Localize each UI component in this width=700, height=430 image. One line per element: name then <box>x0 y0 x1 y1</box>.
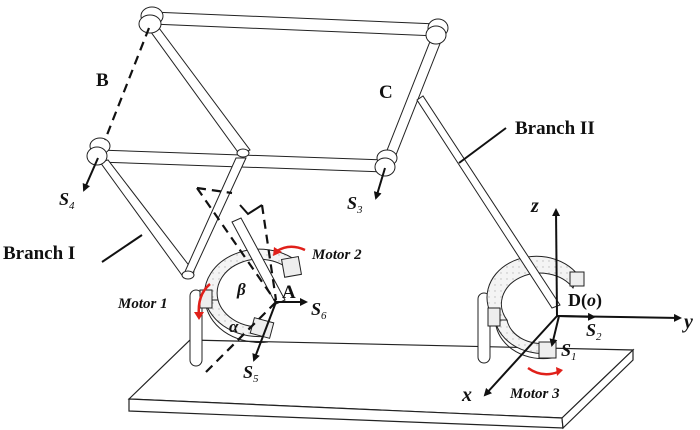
screw-s5-arrow <box>252 301 277 362</box>
label-branch-1: Branch I <box>3 243 75 264</box>
screw-index: 5 <box>253 373 259 385</box>
label-branch-2: Branch II <box>515 118 595 139</box>
screw-s1-arrow <box>549 315 560 347</box>
label-motor-3: Motor 3 <box>509 386 560 402</box>
label-angle-alpha: α <box>229 317 239 336</box>
joint-back-right <box>425 18 449 45</box>
z-axis-arrow <box>552 208 561 317</box>
y-axis-arrow <box>556 313 682 322</box>
dashed-line-a-4 <box>202 301 277 376</box>
right-angle-mark <box>239 204 263 216</box>
label-axis-y: y <box>682 311 693 333</box>
coordinate-axes <box>483 208 682 397</box>
label-axis-x: x <box>461 384 472 406</box>
screw-arrows <box>82 157 596 362</box>
label-screw-s2: S2 <box>586 320 602 343</box>
joint-front-right <box>374 149 398 177</box>
ring-joint-a <box>199 248 303 343</box>
label-point-d-letter: D <box>568 290 581 310</box>
joint-front-left <box>86 137 111 166</box>
branch-1-rods <box>99 23 251 280</box>
screw-symbol: S <box>243 362 253 382</box>
label-screw-s6: S6 <box>311 299 327 322</box>
base-plate <box>127 339 635 430</box>
support-post-right <box>477 292 491 364</box>
joint-back-left <box>138 6 164 34</box>
label-origin: o <box>587 290 596 310</box>
leader-branch-2 <box>458 127 507 164</box>
screw-index: 2 <box>596 331 602 343</box>
screw-index: 1 <box>571 351 577 363</box>
motor-3-arrowhead <box>556 367 563 376</box>
link-rod-a <box>231 217 286 305</box>
screw-symbol: S <box>311 299 321 319</box>
screw-symbol: S <box>561 340 571 360</box>
paren-open: ( <box>581 290 587 311</box>
screw-s4-arrow <box>82 157 99 192</box>
label-screw-s1: S1 <box>561 340 577 363</box>
screw-symbol: S <box>347 193 357 213</box>
dashed-line-a-2 <box>196 186 233 195</box>
label-point-b: B <box>96 70 109 91</box>
dashed-line-b <box>103 27 151 141</box>
motor-2-arrowhead <box>273 247 282 256</box>
paren-close: ) <box>596 290 602 311</box>
screw-symbol: S <box>59 189 69 209</box>
x-axis-arrow <box>483 315 558 397</box>
label-motor-2: Motor 2 <box>311 247 362 263</box>
label-point-a: A <box>282 282 296 303</box>
branch-2-rods <box>416 95 561 309</box>
leader-branch-1 <box>101 234 143 263</box>
screw-symbol: S <box>586 320 596 340</box>
label-axis-z: z <box>530 195 539 217</box>
motor-3-rotation-arrow <box>527 366 559 376</box>
label-angle-beta: β <box>236 280 246 299</box>
dashed-construction <box>103 27 278 376</box>
label-screw-s5: S5 <box>243 362 259 385</box>
screw-index: 6 <box>321 310 327 322</box>
dashed-line-a-3 <box>260 204 278 301</box>
screw-index: 4 <box>69 200 75 212</box>
label-point-c: C <box>379 82 393 103</box>
screw-index: 3 <box>356 204 363 216</box>
label-screw-s3: S3 <box>347 193 363 216</box>
dashed-line-a-1 <box>196 187 277 303</box>
screw-s3-arrow <box>373 167 386 200</box>
motor-2-rotation-arrow <box>276 245 306 253</box>
label-motor-1: Motor 1 <box>117 296 168 312</box>
label-screw-s4: S4 <box>59 189 75 212</box>
motor-1-arrowhead <box>194 312 204 320</box>
label-point-d: D(o) <box>568 290 602 311</box>
ring-joint-d <box>486 255 585 360</box>
